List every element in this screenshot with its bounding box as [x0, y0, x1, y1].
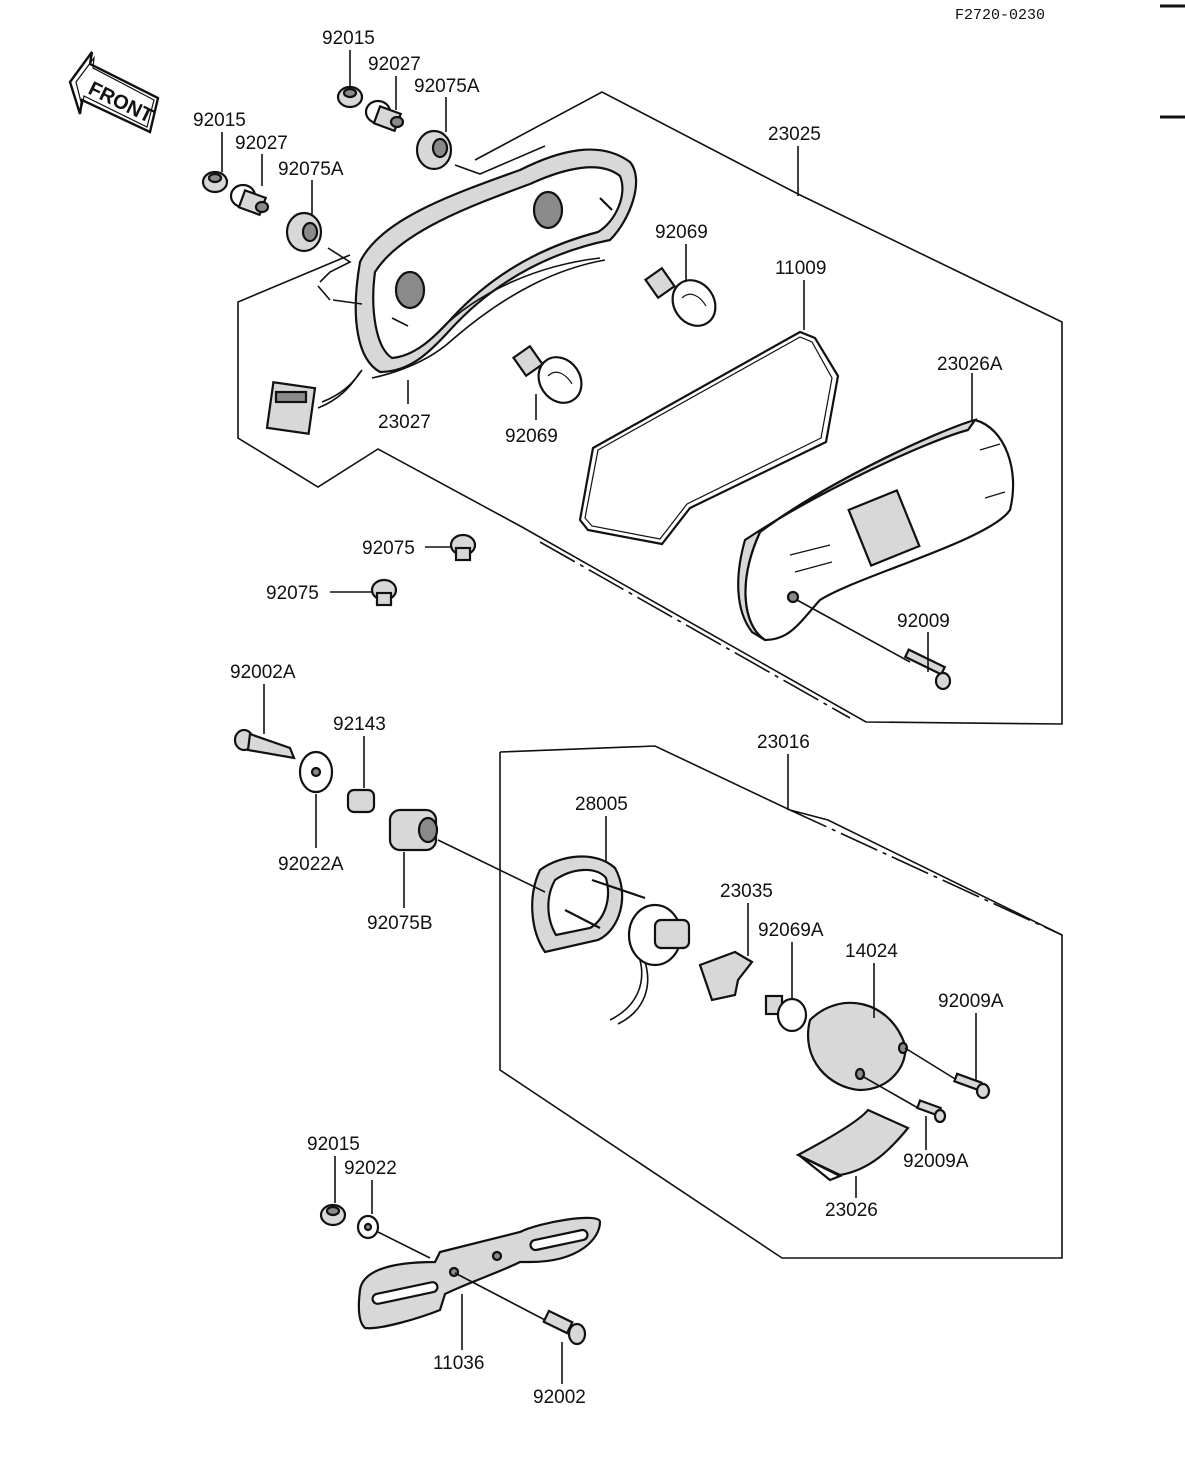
label-92143: 92143: [333, 714, 386, 735]
label-92075-a: 92075: [362, 538, 415, 559]
label-92027-left: 92027: [235, 133, 288, 154]
cover-23026: [795, 1108, 910, 1182]
tail-lamp-housing-23027: [265, 148, 638, 435]
label-92069-upper: 92069: [655, 222, 708, 243]
label-92009A-a: 92009A: [938, 991, 1004, 1012]
tail-lens-23026A: [737, 418, 1015, 642]
bulb-92069-upper: [643, 266, 717, 327]
nut-92015-left: [201, 170, 229, 194]
label-23026: 23026: [825, 1200, 878, 1221]
washer-92022: [356, 1214, 380, 1240]
figure-code: F2720-0230: [955, 7, 1045, 24]
bolt-92002: [454, 1272, 587, 1346]
label-92022: 92022: [344, 1158, 397, 1179]
grommet-92075B: [388, 808, 439, 852]
part-labels: 92015 92027 92075A 92015 92027 92075A 23…: [193, 28, 1004, 1408]
screw-92009A-b: [861, 1075, 947, 1124]
label-92022A: 92022A: [278, 854, 344, 875]
label-23035: 23035: [720, 881, 773, 902]
bulb-92069-lower: [511, 344, 583, 404]
label-92015-left: 92015: [193, 110, 246, 131]
label-92002A: 92002A: [230, 662, 296, 683]
collar-92027-left: [229, 183, 270, 217]
label-92069A: 92069A: [758, 920, 824, 941]
label-92075A-left: 92075A: [278, 159, 344, 180]
leader-lines: [221, 50, 977, 1384]
bulb-92069A: [764, 994, 808, 1033]
washer-92022A: [298, 750, 334, 794]
grommet-92075A-upper: [415, 129, 453, 171]
label-92069-lower: 92069: [505, 426, 558, 447]
front-arrow-icon: FRONT: [68, 51, 160, 134]
screw-92009A-a: [904, 1047, 991, 1100]
gasket-11009: [578, 330, 840, 546]
collar-92027-upper: [364, 99, 405, 133]
clip-23035: [698, 950, 754, 1002]
label-23026A: 23026A: [937, 354, 1003, 375]
collar-92143: [346, 788, 376, 814]
nut-92015-lower: [319, 1203, 347, 1227]
group-23025-outline: [237, 91, 1063, 725]
screw-92009: [796, 599, 952, 691]
label-92009: 92009: [897, 611, 950, 632]
label-92002: 92002: [533, 1387, 586, 1408]
label-23027: 23027: [378, 412, 431, 433]
group-23016-outline: [499, 745, 1063, 1259]
grommet-92075A-left: [285, 211, 323, 253]
grommet-92075-a: [449, 533, 477, 562]
label-92075A-upper: 92075A: [414, 76, 480, 97]
label-11036: 11036: [433, 1353, 484, 1374]
label-92015-upper: 92015: [322, 28, 375, 49]
lamp-base-28005: [531, 855, 646, 954]
label-14024: 14024: [845, 941, 898, 962]
label-23016: 23016: [757, 732, 810, 753]
label-23025: 23025: [768, 124, 821, 145]
label-92075-b: 92075: [266, 583, 319, 604]
lens-14024: [807, 1001, 909, 1092]
bolt-92002A: [233, 728, 296, 760]
label-92015-lower: 92015: [307, 1134, 360, 1155]
nut-92015-upper: [336, 85, 364, 109]
label-92009A-b: 92009A: [903, 1151, 969, 1172]
lamp-socket: [609, 903, 691, 1025]
label-28005: 28005: [575, 794, 628, 815]
license-bracket-11036: [357, 1216, 602, 1330]
label-92027-upper: 92027: [368, 54, 421, 75]
label-11009: 11009: [775, 258, 826, 279]
grommet-92075-b: [370, 578, 398, 607]
label-92075B: 92075B: [367, 913, 433, 934]
